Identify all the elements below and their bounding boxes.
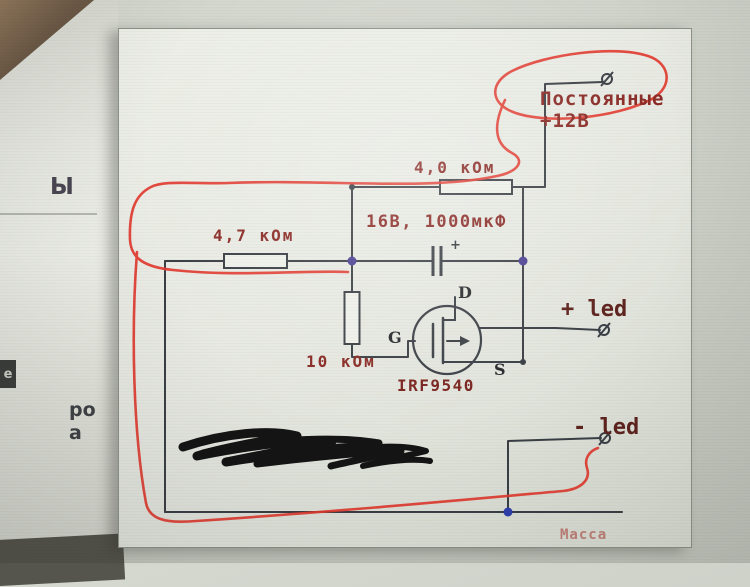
capacitor-label: 16В, 1000мкФ bbox=[366, 212, 507, 232]
left-page-icon-letter: е bbox=[3, 366, 13, 382]
led-plus-label: + led bbox=[561, 297, 628, 322]
capacitor-symbol bbox=[431, 246, 443, 276]
terminal-12v bbox=[601, 73, 613, 85]
mosfet-arrow-head bbox=[460, 336, 470, 346]
junction-nodes bbox=[347, 184, 528, 517]
annotation-sweep bbox=[128, 98, 521, 275]
power-label-line2: +12В bbox=[540, 110, 590, 132]
resistor-10k-label: 10 кОм bbox=[306, 352, 376, 371]
resistor-bodies bbox=[223, 179, 513, 345]
scribble-stroke bbox=[199, 435, 405, 470]
resistor-4k7-label: 4,7 кОм bbox=[213, 226, 295, 245]
left-page-strip: Ы е ро а bbox=[0, 0, 126, 587]
wire-10k-to-gate bbox=[351, 340, 416, 358]
mosfet-gate-label: G bbox=[388, 328, 402, 347]
left-page-text-fragment: а bbox=[69, 422, 82, 444]
mosfet-symbol bbox=[411, 296, 483, 376]
scribble-stroke bbox=[338, 443, 433, 469]
left-page-text-fragment: ро bbox=[69, 399, 96, 421]
mosfet-part-label: IRF9540 bbox=[397, 376, 475, 395]
terminals bbox=[597, 71, 614, 446]
ground-label: Масса bbox=[560, 527, 608, 543]
mosfet-source-label: S bbox=[494, 360, 506, 379]
node-cap-right bbox=[518, 256, 528, 266]
capacitor-polarity-mark: + bbox=[450, 238, 461, 253]
red-annotation-loop bbox=[128, 49, 668, 524]
resistor-4k0-label: 4,0 кОм bbox=[414, 158, 496, 177]
black-scribble bbox=[178, 428, 433, 470]
node-source bbox=[520, 359, 526, 365]
terminal-led-minus-slash bbox=[598, 430, 612, 446]
node-top-rail bbox=[349, 184, 355, 190]
power-label-line1: Постоянные bbox=[540, 88, 665, 110]
circuit-wires bbox=[164, 81, 623, 513]
annotation-bottom-loop bbox=[132, 250, 600, 524]
left-page-icon-fragment: е bbox=[0, 360, 16, 388]
node-ground bbox=[503, 507, 513, 517]
terminal-led-plus bbox=[598, 324, 610, 336]
left-page-divider bbox=[0, 213, 97, 215]
resistor-10k bbox=[343, 291, 361, 345]
node-gate-net bbox=[347, 256, 357, 266]
mosfet-circle bbox=[411, 304, 483, 376]
annotation-oval-power bbox=[494, 49, 668, 120]
left-page-heading-fragment: Ы bbox=[50, 174, 74, 200]
wire-led-minus bbox=[507, 437, 602, 513]
terminal-led-minus bbox=[599, 432, 611, 444]
wire-12v bbox=[511, 81, 604, 188]
terminal-12v-slash bbox=[600, 71, 614, 87]
mosfet-drain-label: D bbox=[458, 283, 472, 302]
wire-drain-to-led bbox=[478, 327, 601, 331]
mosfet-drain-lead bbox=[442, 296, 456, 321]
led-minus-label: - led bbox=[573, 415, 640, 440]
terminal-led-plus-slash bbox=[597, 322, 611, 338]
schematic-svg bbox=[128, 49, 668, 524]
resistor-4k7 bbox=[223, 253, 288, 269]
capacitor-plates bbox=[431, 246, 443, 276]
